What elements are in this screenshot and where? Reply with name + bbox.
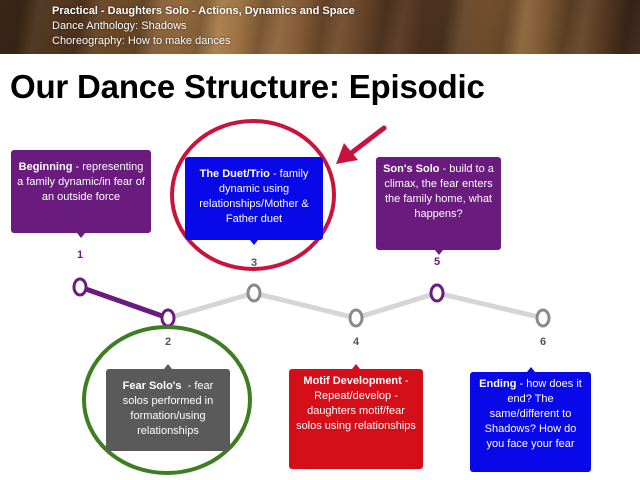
step-number-4: 4 [352,336,360,348]
stage-box-beginning: Beginning - representing a family dynami… [11,150,151,238]
timeline-node-6 [535,308,551,328]
highlight-circle-red [170,119,336,271]
timeline-segment-5-6 [434,290,546,321]
stage-box-fear-solos: Fear Solo's - fear solos performed in fo… [106,364,230,451]
step-number-3: 3 [250,257,258,269]
timeline-segment-4-5 [353,290,440,321]
header-banner: Practical - Daughters Solo - Actions, Dy… [0,0,640,54]
stage-text: - representing a family dynamic/in fear … [17,161,145,203]
step-number-5: 5 [433,256,441,268]
header-line-2: Dance Anthology: Shadows [52,20,187,32]
highlight-circle-green [82,325,252,475]
step-number-1: 1 [76,249,84,261]
header-line-1: Practical - Daughters Solo - Actions, Dy… [52,5,355,17]
stage-text: - how does it end? The same/different to… [484,378,582,450]
header-line-3: Choreography: How to make dances [52,35,231,47]
pointer-arrow-icon [336,125,387,164]
timeline-node-5 [429,283,445,303]
timeline-segment-1-2 [77,284,171,321]
stage-box-duet: The Duet/Trio - family dynamic using rel… [185,157,323,245]
stage-title: Ending [479,378,517,390]
stage-box-ending: Ending - how does it end? The same/diffe… [470,367,591,472]
stage-box-motif-development: Motif Development - Repeat/develop - dau… [289,364,423,469]
stage-box-son-solo: Son's Solo - build to a climax, the fear… [376,157,501,255]
timeline-segment-3-4 [251,290,359,321]
stage-text: - family dynamic using relationships/Mot… [199,168,309,225]
timeline-node-2 [160,308,176,328]
timeline-segment-2-3 [165,290,257,321]
stage-text: - fear solos performed in formation/usin… [122,380,217,437]
step-number-6: 6 [539,336,547,348]
page-title: Our Dance Structure: Episodic [10,68,485,105]
stage-title: The Duet/Trio [199,168,270,180]
timeline-node-4 [348,308,364,328]
timeline-node-3 [246,283,262,303]
stage-title: Fear Solo's [122,380,182,392]
stage-title: Motif Development [303,375,402,387]
stage-text: - Repeat/develop - daughters motif/fear … [296,375,416,432]
stage-title: Son's Solo [383,163,440,175]
timeline-node-1 [72,277,88,297]
stage-text: - build to a climax, the fear enters the… [384,163,494,220]
step-number-2: 2 [164,336,172,348]
stage-title: Beginning [18,161,73,173]
